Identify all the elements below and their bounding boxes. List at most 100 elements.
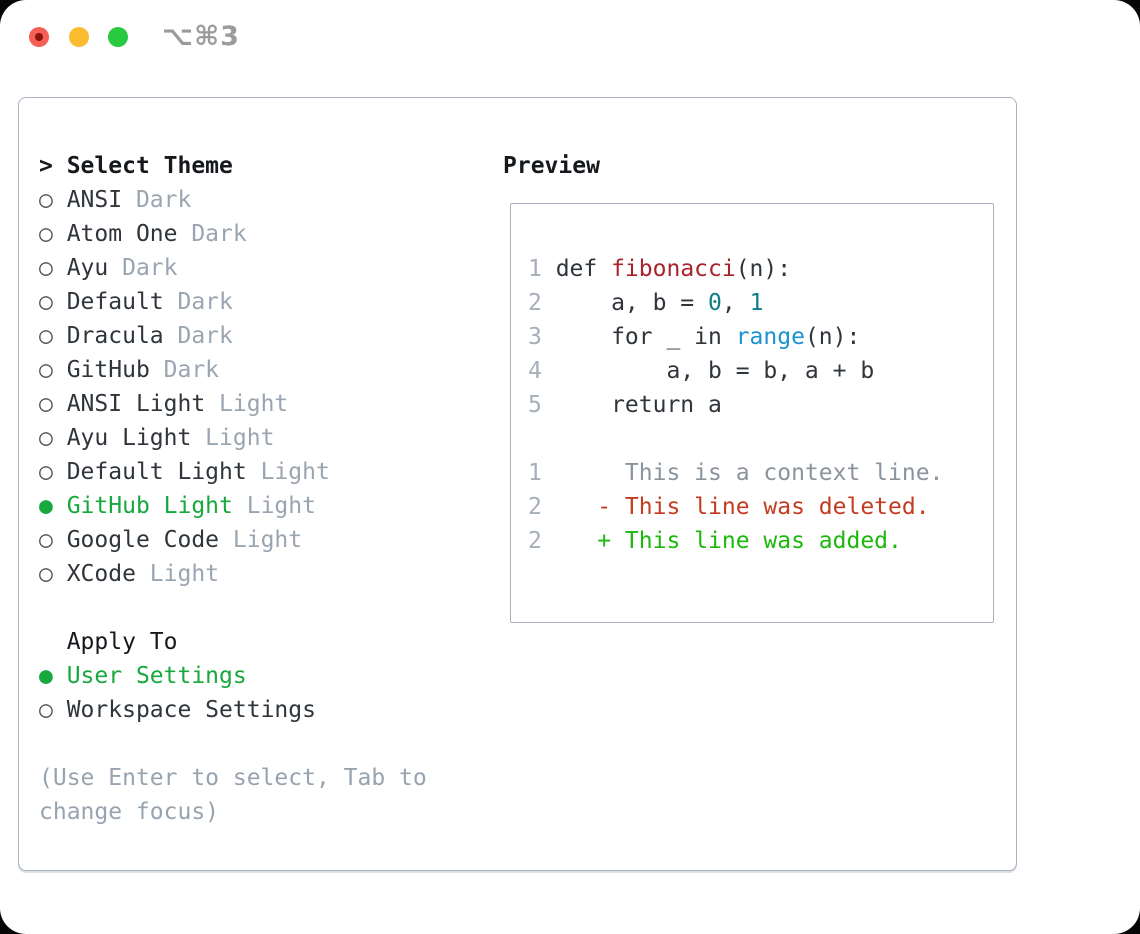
radio-unselected-icon: ○: [39, 697, 67, 723]
theme-option[interactable]: ○ Default Dark: [39, 285, 427, 319]
theme-list: ○ ANSI Dark○ Atom One Dark○ Ayu Dark○ De…: [39, 183, 427, 591]
line-number: 5: [528, 392, 542, 418]
code-line: 3 for _ in range(n):: [528, 320, 993, 354]
theme-variant: Light: [135, 561, 220, 587]
theme-option[interactable]: ○ Ayu Light Light: [39, 421, 427, 455]
radio-unselected-icon: ○: [39, 289, 67, 315]
line-number: 1: [528, 460, 542, 486]
spacer: [39, 727, 427, 761]
apply-to-label: Workspace Settings: [66, 697, 316, 723]
radio-unselected-icon: ○: [39, 425, 67, 451]
theme-option[interactable]: ○ XCode Light: [39, 557, 427, 591]
radio-unselected-icon: ○: [39, 221, 67, 247]
code-segment-plain: return a: [555, 392, 722, 418]
theme-variant: Light: [246, 459, 330, 485]
theme-variant: Light: [205, 391, 289, 417]
theme-option[interactable]: ○ ANSI Light Light: [39, 387, 427, 421]
code-line: 2 + This line was added.: [528, 524, 993, 558]
theme-variant: Light: [219, 527, 303, 553]
close-dot-icon: [35, 33, 43, 41]
apply-to-option[interactable]: ○ Workspace Settings: [39, 693, 427, 727]
theme-option[interactable]: ○ Ayu Dark: [39, 251, 427, 285]
theme-option[interactable]: ○ Default Light Light: [39, 455, 427, 489]
theme-variant: Dark: [177, 221, 247, 247]
code-segment-function: fibonacci: [611, 256, 736, 282]
apply-to-option[interactable]: ● User Settings: [39, 659, 427, 693]
radio-unselected-icon: ○: [39, 357, 67, 383]
code-segment-added: + This line was added.: [555, 528, 902, 554]
code-line: 2 a, b = 0, 1: [528, 286, 993, 320]
theme-name: ANSI Light: [66, 391, 206, 417]
minimize-button[interactable]: [69, 27, 89, 47]
line-number: 4: [528, 358, 542, 384]
line-number: 3: [528, 324, 542, 350]
code-segment-context: This is a context line.: [555, 460, 944, 486]
theme-option[interactable]: ○ Dracula Dark: [39, 319, 427, 353]
theme-variant: Dark: [122, 187, 192, 213]
theme-option[interactable]: ○ ANSI Dark: [39, 183, 427, 217]
prompt-icon: >: [39, 153, 67, 179]
theme-variant: Light: [232, 493, 316, 519]
theme-variant: Dark: [108, 255, 178, 281]
code-segment-number: 1: [749, 290, 764, 316]
code-line: 5 return a: [528, 388, 993, 422]
code-segment-plain: ,: [721, 290, 750, 316]
radio-unselected-icon: ○: [39, 527, 67, 553]
theme-option[interactable]: ○ Atom One Dark: [39, 217, 427, 251]
code-line: 2 - This line was deleted.: [528, 490, 993, 524]
code-segment-plain: def: [555, 256, 612, 282]
radio-unselected-icon: ○: [39, 391, 67, 417]
code-line: 4 a, b = b, a + b: [528, 354, 993, 388]
theme-name: Default Light: [66, 459, 247, 485]
code-segment-plain: (n):: [735, 256, 792, 282]
radio-unselected-icon: ○: [39, 255, 67, 281]
theme-name: GitHub: [66, 357, 150, 383]
code-segment-plain: (n):: [804, 324, 861, 350]
close-button[interactable]: [29, 27, 49, 47]
theme-name: Dracula: [66, 323, 164, 349]
theme-option[interactable]: ● GitHub Light Light: [39, 489, 427, 523]
theme-variant: Dark: [163, 289, 233, 315]
code-segment-number: 0: [708, 290, 722, 316]
code-segment-plain: for _ in: [555, 324, 736, 350]
theme-picker-panel: > Select Theme ○ ANSI Dark○ Atom One Dar…: [18, 97, 1017, 871]
radio-unselected-icon: ○: [39, 323, 67, 349]
code-line: 1 This is a context line.: [528, 456, 993, 490]
hint-line-1: (Use Enter to select, Tab to: [39, 765, 427, 791]
maximize-button[interactable]: [108, 27, 128, 47]
theme-variant: Light: [191, 425, 275, 451]
radio-selected-icon: ●: [39, 493, 67, 519]
apply-to-list: ● User Settings○ Workspace Settings: [39, 659, 427, 727]
line-number: 2: [528, 528, 542, 554]
theme-picker-column: > Select Theme ○ ANSI Dark○ Atom One Dar…: [39, 149, 427, 829]
apply-to-title: Apply To: [66, 629, 178, 655]
theme-variant: Dark: [149, 357, 220, 383]
theme-name: ANSI: [66, 187, 123, 213]
theme-name: Ayu: [66, 255, 109, 281]
code-line: [528, 422, 993, 456]
code-segment-plain: a, b = b, a + b: [555, 358, 875, 384]
apply-to-label: User Settings: [66, 663, 247, 689]
code-segment-plain: a, b =: [555, 290, 709, 316]
theme-name: GitHub Light: [66, 493, 233, 519]
line-number: 2: [528, 494, 542, 520]
radio-selected-icon: ●: [39, 663, 67, 689]
theme-name: Atom One: [66, 221, 178, 247]
radio-unselected-icon: ○: [39, 187, 67, 213]
code-segment-deleted: - This line was deleted.: [555, 494, 930, 520]
preview-title: Preview: [503, 153, 600, 179]
theme-name: Google Code: [66, 527, 220, 553]
radio-unselected-icon: ○: [39, 561, 67, 587]
theme-name: Ayu Light: [66, 425, 192, 451]
line-number: 2: [528, 290, 542, 316]
radio-unselected-icon: ○: [39, 459, 67, 485]
titlebar: ⌥⌘3: [0, 0, 1140, 75]
theme-option[interactable]: ○ Google Code Light: [39, 523, 427, 557]
select-theme-title: Select Theme: [66, 153, 233, 179]
select-theme-header: > Select Theme: [39, 149, 427, 183]
hint-line-2: change focus): [39, 799, 220, 825]
theme-option[interactable]: ○ GitHub Dark: [39, 353, 427, 387]
